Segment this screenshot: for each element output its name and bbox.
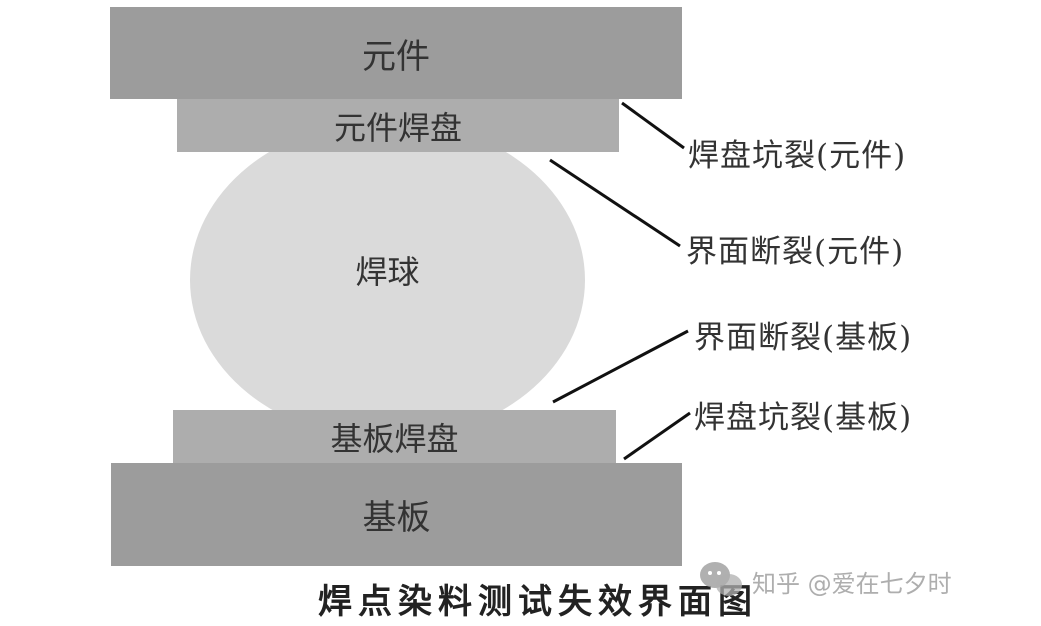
solder-ball-shape [190,120,585,440]
board-block: 基板 [111,463,682,566]
solder-ball: 焊球 [190,120,585,420]
solder-ball-label: 焊球 [355,253,420,291]
watermark: 知乎 @爱在七夕时 [700,562,952,600]
board-label: 基板 [362,498,431,538]
component-pad-label: 元件焊盘 [333,108,462,147]
watermark-text: 知乎 @爱在七夕时 [752,569,952,598]
board-pad-label: 基板焊盘 [330,419,459,458]
leader-line-pad-crater-board [623,411,691,461]
component-block: 元件 [110,7,682,99]
component-pad-block: 元件焊盘 [177,99,619,152]
callout-pad-crater-component: 焊盘坑裂(元件) [688,138,907,174]
wechat-icon [700,562,746,600]
callout-interface-fracture-component: 界面断裂(元件) [686,234,905,270]
board-pad-block: 基板焊盘 [173,410,616,463]
component-label: 元件 [362,36,430,77]
callout-interface-fracture-board: 界面断裂(基板) [694,320,913,356]
callout-pad-crater-board: 焊盘坑裂(基板) [694,400,913,436]
figure-caption: 焊点染料测试失效界面图 [318,582,758,622]
leader-line-pad-crater-component [621,101,685,150]
